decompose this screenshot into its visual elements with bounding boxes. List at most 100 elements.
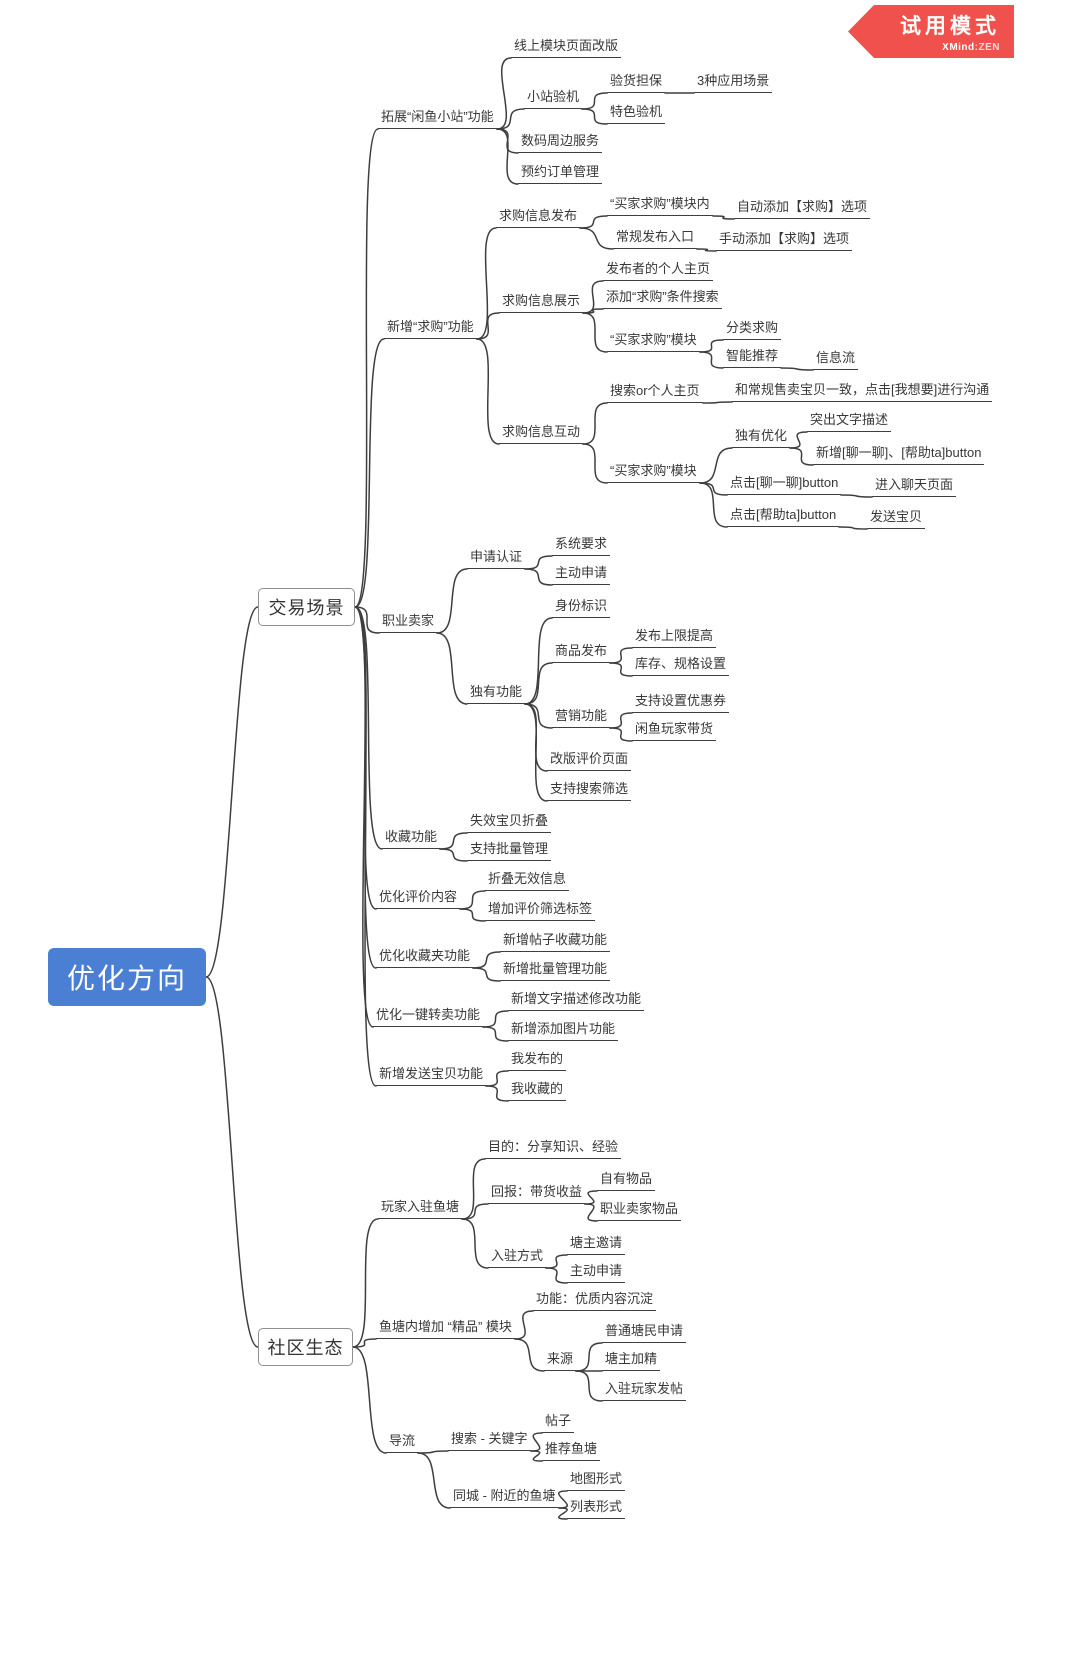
topic-a2-3-1-1[interactable]: 和常规售卖宝贝一致，点击[我想要]进行沟通 <box>732 381 993 402</box>
topic-a1-3[interactable]: 数码周边服务 <box>518 132 603 153</box>
topic-a7-1[interactable]: 新增文字描述修改功能 <box>508 990 645 1011</box>
topic-b2[interactable]: 鱼塘内增加 “精品” 模块 <box>376 1318 515 1339</box>
topic-b1-3-1[interactable]: 塘主邀请 <box>567 1234 626 1255</box>
topic-b1-1[interactable]: 目的：分享知识、经验 <box>485 1138 622 1159</box>
topic-b2-2-2[interactable]: 塘主加精 <box>602 1350 661 1371</box>
edge-a2-2-3-a2-2-3-2 <box>699 351 724 369</box>
topic-a7[interactable]: 优化一键转卖功能 <box>373 1006 484 1027</box>
topic-a1-2-1[interactable]: 验货担保 <box>607 72 666 93</box>
topic-a3-2-2-1[interactable]: 发布上限提高 <box>632 627 717 648</box>
topic-b2-1[interactable]: 功能：优质内容沉淀 <box>533 1290 657 1311</box>
topic-a1-2-2[interactable]: 特色验机 <box>607 103 666 124</box>
topic-a3-2-4[interactable]: 改版评价页面 <box>547 750 632 771</box>
topic-m1[interactable]: 交易场景 <box>258 588 355 626</box>
topic-a4-1[interactable]: 失效宝贝折叠 <box>467 812 552 833</box>
topic-a3-2-5[interactable]: 支持搜索筛选 <box>547 780 632 801</box>
topic-a2-2-3-2[interactable]: 智能推荐 <box>723 347 782 368</box>
topic-a2-3-2-3-1[interactable]: 发送宝贝 <box>867 508 926 529</box>
topic-a2-3-1[interactable]: 搜索or个人主页 <box>607 382 703 403</box>
topic-a6-1[interactable]: 新增帖子收藏功能 <box>500 931 611 952</box>
topic-a4-2[interactable]: 支持批量管理 <box>467 840 552 861</box>
topic-a3-2-2[interactable]: 商品发布 <box>552 642 611 663</box>
topic-b3-2-1[interactable]: 地图形式 <box>567 1470 626 1491</box>
topic-a2-3-2-1-2[interactable]: 新增[聊一聊]、[帮助ta]button <box>813 444 985 465</box>
topic-a2-3-2-1-1[interactable]: 突出文字描述 <box>807 411 892 432</box>
edge-a2-a2-2 <box>476 312 500 340</box>
edge-a1-a1-2 <box>496 108 525 130</box>
edge-a2-1-1-a2-1-1-1 <box>712 215 735 220</box>
edge-m2-b3 <box>352 1346 387 1454</box>
topic-b1-3-2[interactable]: 主动申请 <box>567 1262 626 1283</box>
topic-a6-2[interactable]: 新增批量管理功能 <box>500 960 611 981</box>
topic-b1-2-2[interactable]: 职业卖家物品 <box>597 1200 682 1221</box>
topic-a1-2-1-1[interactable]: 3种应用场景 <box>694 72 773 93</box>
xmind-brand-text: XMind <box>942 42 975 53</box>
topic-a1[interactable]: 拓展“闲鱼小站”功能 <box>378 108 497 129</box>
topic-a2-2-3[interactable]: “买家求购”模块 <box>607 331 700 352</box>
topic-a3-2[interactable]: 独有功能 <box>467 683 526 704</box>
topic-b1-2[interactable]: 回报：带货收益 <box>488 1183 586 1204</box>
topic-a3[interactable]: 职业卖家 <box>379 612 438 633</box>
topic-a2-3-2[interactable]: “买家求购”模块 <box>607 462 700 483</box>
edge-a3-2-2-a3-2-2-1 <box>609 647 633 664</box>
trial-mode-banner[interactable]: 试用模式 XMind:ZEN <box>848 5 1014 58</box>
topic-a5[interactable]: 优化评价内容 <box>376 888 461 909</box>
edge-a2-2-a2-2-1 <box>582 280 604 314</box>
topic-a2-2[interactable]: 求购信息展示 <box>499 292 584 313</box>
topic-root[interactable]: 优化方向 <box>48 948 206 1006</box>
topic-a2[interactable]: 新增“求购”功能 <box>384 318 477 339</box>
topic-a3-2-2-2[interactable]: 库存、规格设置 <box>632 655 730 676</box>
topic-a3-2-3-1[interactable]: 支持设置优惠券 <box>632 692 730 713</box>
topic-a2-3-2-3[interactable]: 点击[帮助ta]button <box>727 506 840 527</box>
topic-m2[interactable]: 社区生态 <box>258 1328 353 1366</box>
topic-b1[interactable]: 玩家入驻鱼塘 <box>378 1198 463 1219</box>
topic-a5-1[interactable]: 折叠无效信息 <box>485 870 570 891</box>
topic-b2-2-1[interactable]: 普通塘民申请 <box>602 1322 687 1343</box>
topic-a8[interactable]: 新增发送宝贝功能 <box>376 1065 487 1086</box>
topic-a2-1-1-1[interactable]: 自动添加【求购】选项 <box>734 198 871 219</box>
topic-a3-1-1[interactable]: 系统要求 <box>552 535 611 556</box>
topic-b1-3[interactable]: 入驻方式 <box>488 1247 547 1268</box>
topic-a2-2-3-2-1[interactable]: 信息流 <box>813 349 859 370</box>
topic-a4[interactable]: 收藏功能 <box>382 828 441 849</box>
topic-a2-1-2[interactable]: 常规发布入口 <box>613 228 698 249</box>
topic-a6[interactable]: 优化收藏夹功能 <box>376 947 474 968</box>
edge-b1-2-b1-2-2 <box>584 1203 598 1222</box>
topic-a5-2[interactable]: 增加评价筛选标签 <box>485 900 596 921</box>
edge-b1-3-b1-3-2 <box>545 1267 568 1284</box>
topic-a2-3[interactable]: 求购信息互动 <box>499 423 584 444</box>
topic-a2-2-1[interactable]: 发布者的个人主页 <box>603 260 714 281</box>
topic-b3-1-1[interactable]: 帖子 <box>542 1412 575 1433</box>
topic-a3-1[interactable]: 申请认证 <box>467 548 526 569</box>
topic-b3[interactable]: 导流 <box>386 1432 419 1453</box>
topic-a3-2-1[interactable]: 身份标识 <box>552 597 611 618</box>
topic-b3-1[interactable]: 搜索 - 关键字 <box>448 1430 531 1451</box>
topic-a3-2-3-2[interactable]: 闲鱼玩家带货 <box>632 720 717 741</box>
topic-a8-2[interactable]: 我收藏的 <box>508 1080 567 1101</box>
topic-a2-3-2-2-1[interactable]: 进入聊天页面 <box>872 476 957 497</box>
topic-b2-2[interactable]: 来源 <box>544 1350 577 1371</box>
edge-a7-a7-1 <box>482 1010 509 1028</box>
topic-b1-2-1[interactable]: 自有物品 <box>597 1170 656 1191</box>
topic-a7-2[interactable]: 新增添加图片功能 <box>508 1020 619 1041</box>
topic-a8-1[interactable]: 我发布的 <box>508 1050 567 1071</box>
edge-b1-b1-1 <box>461 1158 486 1220</box>
topic-a2-2-3-1[interactable]: 分类求购 <box>723 319 782 340</box>
topic-a3-2-3[interactable]: 营销功能 <box>552 707 611 728</box>
topic-a2-3-2-1[interactable]: 独有优化 <box>732 427 791 448</box>
topic-b3-1-2[interactable]: 推荐鱼塘 <box>542 1440 601 1461</box>
topic-b3-2-2[interactable]: 列表形式 <box>567 1498 626 1519</box>
edge-a5-a5-1 <box>459 890 486 910</box>
topic-b2-2-3[interactable]: 入驻玩家发帖 <box>602 1380 687 1401</box>
topic-a2-1[interactable]: 求购信息发布 <box>496 207 581 228</box>
topic-a1-1[interactable]: 线上模块页面改版 <box>511 37 622 58</box>
topic-a2-2-2[interactable]: 添加“求购”条件搜索 <box>603 288 722 309</box>
topic-a2-1-1[interactable]: “买家求购”模块内 <box>607 195 713 216</box>
topic-a2-3-2-2[interactable]: 点击[聊一聊]button <box>727 474 842 495</box>
topic-a1-2[interactable]: 小站验机 <box>524 88 583 109</box>
topic-a2-1-2-1[interactable]: 手动添加【求购】选项 <box>716 230 853 251</box>
edge-a2-3-a2-3-1 <box>582 402 608 445</box>
topic-b3-2[interactable]: 同城 - 附近的鱼塘 <box>450 1487 559 1508</box>
topic-a1-4[interactable]: 预约订单管理 <box>518 163 603 184</box>
topic-a3-1-2[interactable]: 主动申请 <box>552 564 611 585</box>
